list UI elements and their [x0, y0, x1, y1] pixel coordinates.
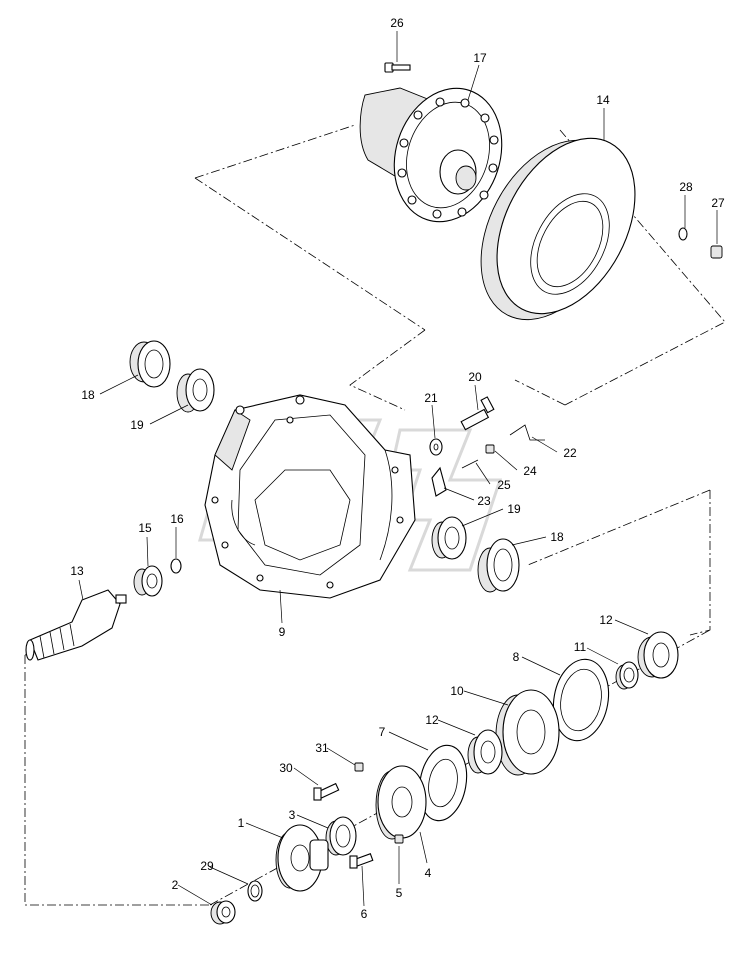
part-7-gasket: [418, 744, 468, 822]
callout-19-lower: 19: [507, 502, 521, 516]
part-10-bearing-carrier: [495, 689, 560, 776]
callout-14: 14: [596, 93, 610, 107]
part-16-snap-ring: [170, 558, 182, 574]
callout-9: 9: [279, 625, 286, 639]
part-29-washer: [247, 880, 263, 902]
part-23-lock-plate: [431, 466, 447, 497]
callout-3: 3: [289, 808, 296, 822]
part-28-washer: [678, 227, 688, 241]
part-1-companion-flange: [275, 824, 329, 892]
part-30-bolt: [313, 782, 340, 801]
part-12-bearing-lower: [467, 729, 503, 775]
part-8-shim-gasket: [552, 658, 610, 742]
part-19-bearing-upper: [176, 368, 215, 413]
part-4-pinion-cover: [375, 765, 427, 840]
callout-10: 10: [450, 684, 464, 698]
callout-29: 29: [200, 859, 214, 873]
callout-15: 15: [138, 521, 152, 535]
part-14-ring-gear: [480, 137, 636, 321]
callout-20: 20: [468, 370, 482, 384]
part-15-pilot-bearing: [133, 565, 163, 597]
part-19-bearing-lower: [431, 516, 467, 560]
part-22-clip: [509, 424, 545, 441]
callout-27: 27: [711, 196, 725, 210]
callout-12-upper: 12: [599, 613, 613, 627]
part-25-pin: [461, 459, 479, 469]
part-24-nut: [485, 444, 495, 454]
part-6-bolt: [349, 853, 374, 869]
callout-12-lower: 12: [425, 713, 439, 727]
callout-31: 31: [315, 741, 329, 755]
callout-11: 11: [574, 640, 587, 654]
part-2-flange-nut: [210, 900, 236, 925]
part-26-bolt: [384, 62, 411, 73]
callout-19-upper: 19: [130, 418, 144, 432]
callout-5: 5: [396, 886, 403, 900]
callout-24: 24: [523, 464, 537, 478]
callout-26: 26: [390, 16, 404, 30]
part-18-bearing-cone-lower: [477, 538, 520, 593]
part-17-differential-case: [359, 87, 503, 223]
callout-4: 4: [425, 866, 432, 880]
callout-2: 2: [172, 878, 179, 892]
part-5-nut: [394, 834, 404, 844]
callout-17: 17: [473, 51, 487, 65]
part-18-bearing-cup-upper: [129, 340, 171, 388]
callout-18-lower: 18: [550, 530, 564, 544]
part-13-drive-pinion: [25, 589, 127, 661]
callout-1: 1: [238, 816, 245, 830]
callout-21: 21: [424, 391, 438, 405]
callout-labels: 26 17 14 28 27 18 19 20 21 22 24 25 23 1…: [70, 16, 725, 921]
callout-22: 22: [563, 446, 577, 460]
part-20-bolt: [460, 396, 495, 431]
part-21-washer: [429, 438, 443, 456]
callout-6: 6: [361, 907, 368, 921]
callout-18-upper: 18: [81, 388, 95, 402]
part-9-differential-housing: [204, 394, 416, 599]
callout-25: 25: [497, 478, 511, 492]
part-3-oil-seal: [325, 816, 357, 856]
part-12-seal-upper: [637, 631, 679, 679]
callout-30: 30: [279, 761, 293, 775]
callout-16: 16: [170, 512, 184, 526]
callout-23: 23: [477, 494, 491, 508]
part-27-nut: [710, 245, 723, 259]
leader-lines: [78, 31, 718, 907]
callout-28: 28: [679, 180, 693, 194]
callout-13: 13: [70, 564, 84, 578]
part-31-nut: [354, 762, 364, 772]
callout-7: 7: [379, 725, 386, 739]
part-11-spacer: [615, 661, 639, 690]
callout-8: 8: [513, 650, 520, 664]
